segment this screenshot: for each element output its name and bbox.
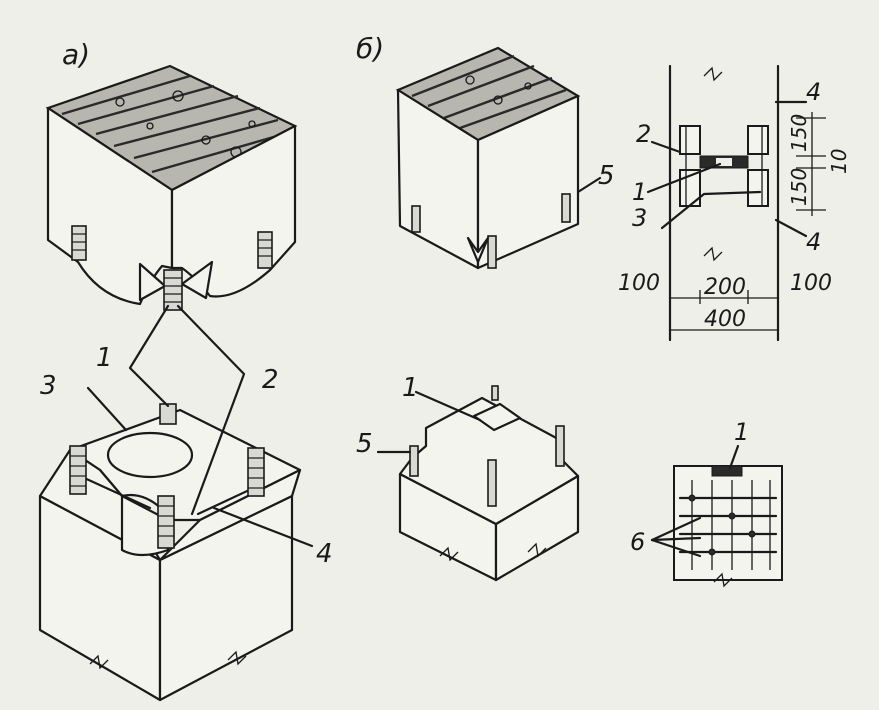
dim-400: 400 bbox=[704, 307, 746, 332]
dim-100-left: 100 bbox=[618, 271, 660, 296]
section-callout-3: 3 bbox=[632, 204, 647, 232]
callout-a-3: 3 bbox=[40, 371, 57, 401]
section-callout-4-bottom: 4 bbox=[806, 228, 821, 256]
part-a-lower-column bbox=[38, 403, 302, 702]
part-b-upper-column bbox=[395, 46, 581, 270]
dim-150-bottom: 150 bbox=[787, 168, 811, 206]
part-b-leaders bbox=[376, 176, 602, 454]
dim-10: 10 bbox=[827, 149, 851, 174]
callout-b-5-top: 5 bbox=[598, 161, 615, 191]
callout-a-2: 2 bbox=[262, 365, 279, 395]
plan-callout-1: 1 bbox=[734, 418, 749, 446]
part-b-label: б) bbox=[356, 32, 384, 65]
part-a-label: а) bbox=[62, 38, 90, 71]
labels: а) б) 1 2 3 4 5 1 5 2 1 3 4 4 150 150 10… bbox=[40, 32, 851, 569]
part-b-lower-column bbox=[398, 385, 580, 582]
callout-a-1: 1 bbox=[96, 343, 113, 373]
section-callout-4-top: 4 bbox=[806, 78, 821, 106]
dim-150-top: 150 bbox=[787, 114, 811, 152]
callout-b-1: 1 bbox=[402, 373, 419, 403]
section-callout-2: 2 bbox=[636, 120, 651, 148]
section-view bbox=[646, 64, 826, 342]
dim-200: 200 bbox=[704, 275, 746, 300]
callout-b-5-bottom: 5 bbox=[356, 429, 373, 459]
section-callout-1: 1 bbox=[632, 178, 647, 206]
plan-view bbox=[650, 444, 783, 588]
concrete-hatching bbox=[61, 74, 285, 174]
dim-100-right: 100 bbox=[790, 271, 832, 296]
plan-callout-6: 6 bbox=[630, 528, 645, 556]
callout-a-4: 4 bbox=[316, 539, 333, 569]
part-a-leaders bbox=[86, 304, 314, 548]
part-a-upper-column bbox=[45, 64, 298, 311]
